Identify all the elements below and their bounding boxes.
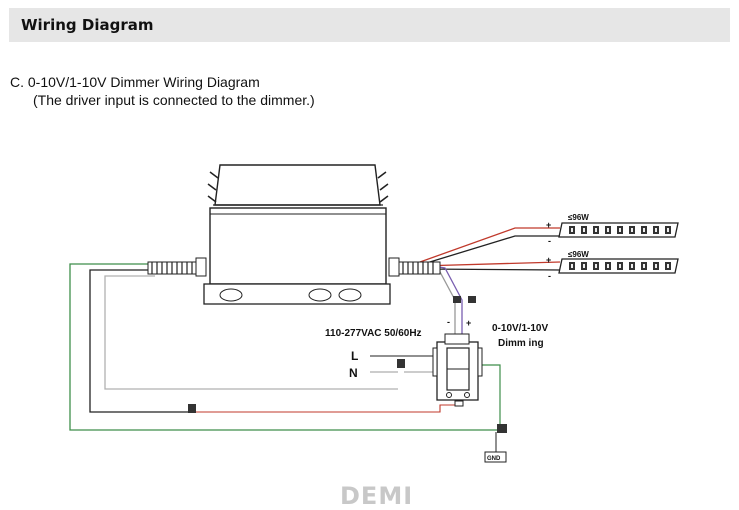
strip1-plus: + — [546, 220, 551, 230]
header-bar: Wiring Diagram — [9, 8, 730, 42]
output-cable-gland — [388, 257, 441, 277]
diagram-caption-note: (The driver input is connected to the di… — [33, 92, 315, 108]
gnd-box — [484, 451, 507, 463]
wire-connector-dim-pos — [468, 296, 476, 303]
strip1-power-label: ≤96W — [568, 213, 589, 222]
strip2-power-label: ≤96W — [568, 250, 589, 259]
black-wire — [89, 269, 192, 413]
line-n-label: N — [349, 366, 358, 380]
wire-connector-ground — [497, 424, 507, 433]
red-wire-bottom — [192, 404, 455, 413]
strip2-neg-wire — [419, 268, 561, 271]
gnd-label: GND — [487, 456, 501, 462]
strip1-neg-wire — [419, 235, 560, 266]
dimmer-plus: + — [466, 318, 471, 328]
strip2-minus: - — [548, 271, 551, 281]
strip2-pos-wire — [419, 261, 561, 267]
neutral-wire — [104, 275, 398, 390]
led-driver — [203, 164, 391, 305]
switch-ground-wire — [478, 364, 501, 424]
strip1-minus: - — [548, 236, 551, 246]
input-voltage-label: 110-277VAC 50/60Hz — [325, 328, 422, 339]
strip1-pos-wire — [419, 227, 560, 263]
dimming-label-2: Dimm ing — [498, 338, 544, 349]
dimming-label-1: 0-10V/1-10V — [492, 323, 548, 334]
wire-connector-black — [188, 404, 196, 413]
led-strip-1 — [558, 222, 679, 238]
dimmer-switch — [432, 333, 483, 407]
strip2-plus: + — [546, 255, 551, 265]
dimmer-minus: - — [447, 317, 450, 327]
led-strip-2 — [558, 258, 679, 274]
wire-connector-neutral — [397, 359, 405, 368]
input-cable-gland — [147, 257, 207, 277]
diagram-caption-title: C. 0-10V/1-10V Dimmer Wiring Diagram — [10, 74, 260, 90]
wire-connector-dim-neg — [453, 296, 461, 303]
page-title: Wiring Diagram — [21, 16, 154, 34]
line-l-label: L — [351, 349, 358, 363]
watermark-logo: DEMI — [340, 482, 414, 510]
